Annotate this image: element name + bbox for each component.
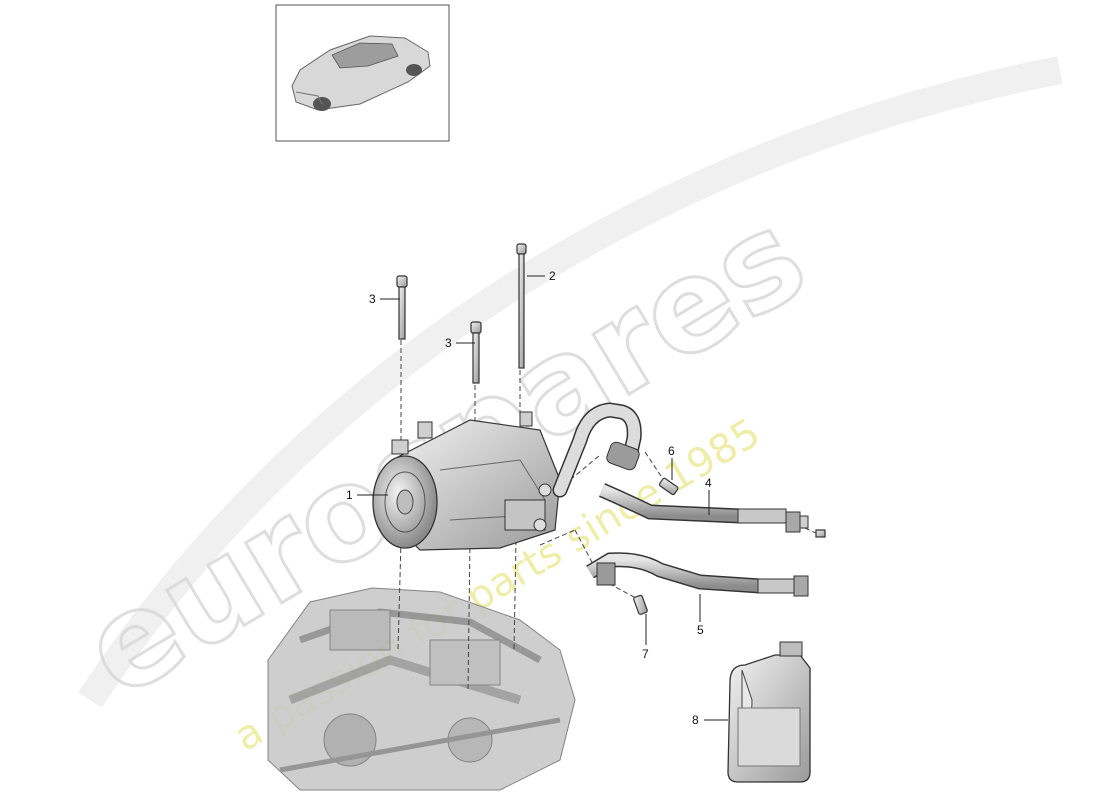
callout-1: 1 — [346, 488, 353, 502]
car-illustration — [291, 35, 431, 111]
callout-3a: 3 — [369, 292, 376, 306]
long-bolt — [516, 243, 527, 369]
callout-3b: 3 — [445, 336, 452, 350]
vehicle-thumbnail — [275, 4, 450, 142]
refrigerant-oil-container — [727, 641, 811, 783]
callout-4: 4 — [705, 476, 712, 490]
callout-5: 5 — [697, 623, 704, 637]
ac-compressor — [372, 411, 561, 551]
refrigerant-hose-lower — [586, 552, 809, 597]
hose-screw — [815, 529, 826, 538]
callout-2: 2 — [549, 269, 556, 283]
callout-leaders — [357, 275, 728, 721]
hose-bolt-lower — [633, 594, 648, 615]
watermark-swoosh — [78, 56, 1063, 708]
callout-6: 6 — [668, 444, 675, 458]
callout-7: 7 — [642, 647, 649, 661]
callout-8: 8 — [692, 713, 699, 727]
refrigerant-hose-upper — [552, 402, 809, 533]
bolt — [396, 275, 408, 340]
bolt — [470, 321, 482, 384]
hose-bolt-upper — [658, 477, 679, 496]
callout-labels: 1 2 3 3 4 5 6 7 8 — [346, 269, 712, 727]
engine-block — [267, 587, 576, 791]
